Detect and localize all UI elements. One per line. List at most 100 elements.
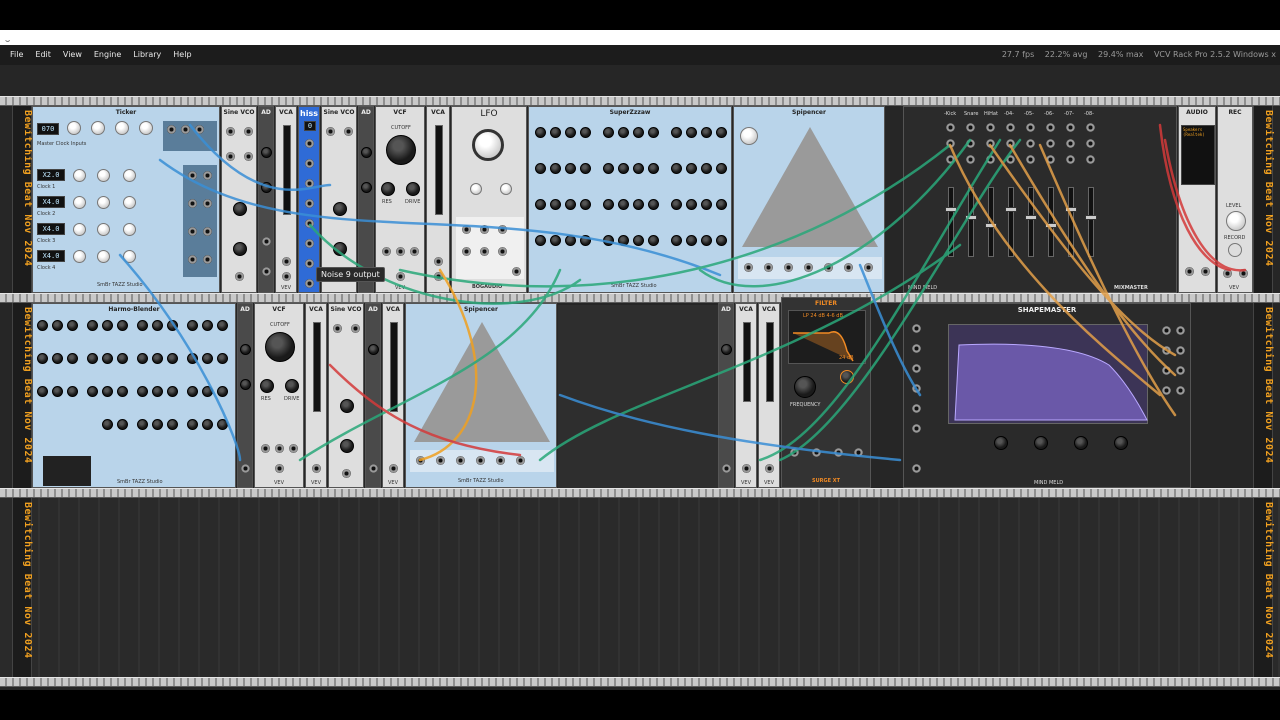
superzzzaw-knob[interactable]: [618, 235, 629, 246]
channel-fader[interactable]: [988, 187, 994, 257]
harmo-blender-knob[interactable]: [37, 353, 48, 364]
channel-fader-handle[interactable]: [1005, 207, 1017, 212]
jack[interactable]: [305, 139, 314, 148]
superzzzaw-knob[interactable]: [550, 127, 561, 138]
vca-level-slider[interactable]: [743, 322, 751, 402]
channel-fader-handle[interactable]: [1045, 223, 1057, 228]
jack[interactable]: [912, 464, 921, 473]
jack[interactable]: [912, 324, 921, 333]
jack[interactable]: [203, 227, 212, 236]
channel-fader[interactable]: [1088, 187, 1094, 257]
ticker-knob[interactable]: [91, 121, 105, 135]
jack[interactable]: [305, 179, 314, 188]
channel-fader[interactable]: [948, 187, 954, 257]
ad-module[interactable]: AD: [365, 303, 381, 488]
harmo-blender-knob[interactable]: [202, 386, 213, 397]
jack[interactable]: [966, 139, 975, 148]
harmo-blender-knob[interactable]: [202, 419, 213, 430]
jack[interactable]: [742, 464, 751, 473]
superzzzaw-knob[interactable]: [671, 127, 682, 138]
pitch-knob[interactable]: [340, 399, 354, 413]
superzzzaw-knob[interactable]: [535, 235, 546, 246]
jack[interactable]: [396, 272, 405, 281]
superzzzaw-knob[interactable]: [633, 199, 644, 210]
vca-module[interactable]: VCA VEV: [382, 303, 404, 488]
superzzzaw-knob[interactable]: [565, 127, 576, 138]
div-knob[interactable]: [73, 169, 86, 182]
harmo-blender-knob[interactable]: [52, 320, 63, 331]
jack[interactable]: [203, 255, 212, 264]
vca-level-slider[interactable]: [435, 125, 443, 215]
volume-knob[interactable]: [233, 242, 247, 256]
jack[interactable]: [262, 267, 271, 276]
jack[interactable]: [1162, 386, 1171, 395]
attack-knob[interactable]: [721, 344, 732, 355]
jack[interactable]: [305, 279, 314, 288]
jack[interactable]: [382, 247, 391, 256]
harmo-blender-knob[interactable]: [152, 386, 163, 397]
empty-rack-slot[interactable]: [558, 305, 718, 488]
jack[interactable]: [1185, 267, 1194, 276]
superzzzaw-knob[interactable]: [565, 163, 576, 174]
harmo-blender-knob[interactable]: [87, 353, 98, 364]
harmo-blender-knob[interactable]: [137, 386, 148, 397]
harmo-blender-knob[interactable]: [202, 320, 213, 331]
vca-module[interactable]: VCA VEV: [735, 303, 757, 488]
jack[interactable]: [744, 263, 753, 272]
rec-module[interactable]: REC LEVEL RECORD VEV: [1217, 106, 1253, 293]
superzzzaw-knob[interactable]: [671, 235, 682, 246]
harmo-blender-knob[interactable]: [37, 320, 48, 331]
harmo-blender-knob[interactable]: [87, 386, 98, 397]
harmo-blender-knob[interactable]: [117, 353, 128, 364]
pitch-knob[interactable]: [233, 202, 247, 216]
harmo-blender-knob[interactable]: [67, 353, 78, 364]
harmo-blender-knob[interactable]: [217, 419, 228, 430]
channel-fader[interactable]: [968, 187, 974, 257]
harmo-blender-knob[interactable]: [187, 320, 198, 331]
harmo-blender-knob[interactable]: [167, 353, 178, 364]
harmo-blender-knob[interactable]: [167, 320, 178, 331]
jack[interactable]: [282, 272, 291, 281]
ticker-knob[interactable]: [67, 121, 81, 135]
harmo-blender-knob[interactable]: [87, 320, 98, 331]
jack[interactable]: [480, 247, 489, 256]
sample-knob[interactable]: [470, 183, 482, 195]
harmo-blender-knob[interactable]: [102, 320, 113, 331]
jack[interactable]: [1223, 269, 1232, 278]
superzzzaw-knob[interactable]: [716, 199, 727, 210]
jack[interactable]: [262, 237, 271, 246]
jack[interactable]: [480, 225, 489, 234]
jack[interactable]: [864, 263, 873, 272]
superzzzaw-knob[interactable]: [565, 235, 576, 246]
jack[interactable]: [1086, 139, 1095, 148]
decay-knob[interactable]: [261, 182, 272, 193]
superzzzaw-knob[interactable]: [716, 163, 727, 174]
lfo-module[interactable]: LFO BOGAUDIO: [451, 106, 527, 293]
jack[interactable]: [275, 444, 284, 453]
superzzzaw-knob[interactable]: [633, 235, 644, 246]
jack[interactable]: [986, 155, 995, 164]
phase-knob[interactable]: [97, 250, 110, 263]
jack[interactable]: [226, 152, 235, 161]
jack[interactable]: [1066, 139, 1075, 148]
jack[interactable]: [834, 448, 843, 457]
channel-fader-handle[interactable]: [1025, 215, 1037, 220]
jack[interactable]: [462, 225, 471, 234]
shape-knob[interactable]: [994, 436, 1008, 450]
jack[interactable]: [516, 456, 525, 465]
empty-rack-row[interactable]: [0, 498, 1280, 677]
jack[interactable]: [912, 344, 921, 353]
frequency-knob[interactable]: [472, 129, 504, 161]
channel-fader-handle[interactable]: [1065, 207, 1077, 212]
sine-vco-module[interactable]: Sine VCO: [321, 106, 357, 293]
rec-level-knob[interactable]: [1226, 211, 1246, 231]
jack[interactable]: [1026, 155, 1035, 164]
jack[interactable]: [498, 225, 507, 234]
superzzzaw-knob[interactable]: [603, 235, 614, 246]
harmo-blender-knob[interactable]: [102, 419, 113, 430]
superzzzaw-knob[interactable]: [603, 163, 614, 174]
superzzzaw-knob[interactable]: [671, 163, 682, 174]
jack[interactable]: [812, 448, 821, 457]
superzzzaw-knob[interactable]: [580, 199, 591, 210]
